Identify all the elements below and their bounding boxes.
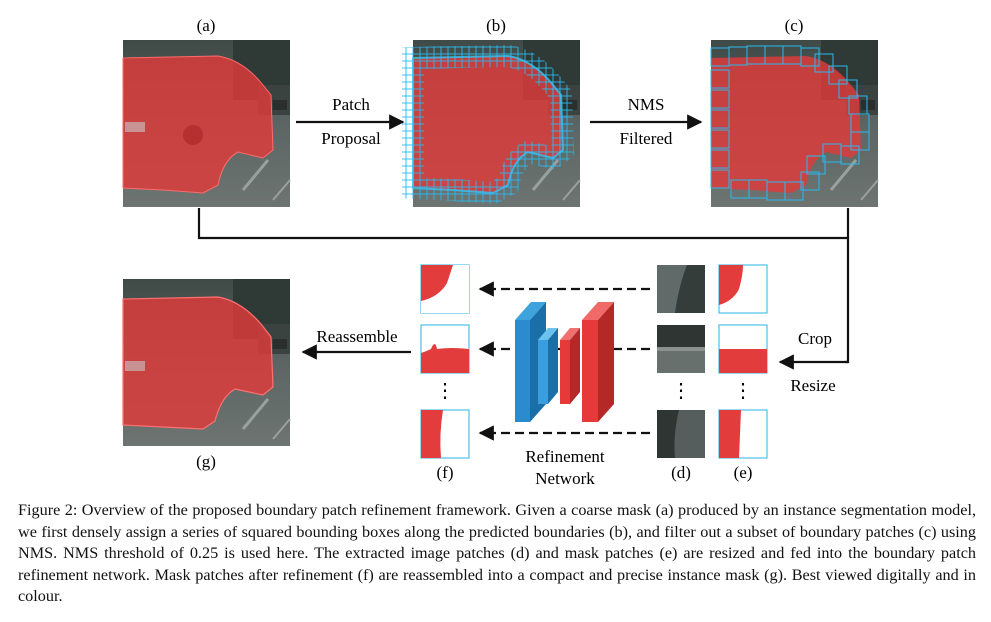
label-a: (a) (197, 16, 216, 35)
nms-label: NMS (628, 95, 665, 114)
label-b: (b) (486, 16, 506, 35)
refinement-network (515, 302, 614, 422)
figure-caption: Figure 2: Overview of the proposed bound… (18, 501, 976, 605)
ellipsis-f: ⋮ (435, 380, 455, 402)
panel-a-image (121, 38, 292, 209)
filtered-label: Filtered (620, 129, 673, 148)
label-d: (d) (671, 463, 691, 482)
resize-label: Resize (790, 376, 835, 395)
proposal-label: Proposal (321, 129, 381, 148)
label-f: (f) (437, 463, 454, 482)
panel-c-image (709, 38, 880, 209)
panel-b-image (402, 38, 582, 209)
patches-d (657, 265, 705, 458)
reassemble-label: Reassemble (316, 327, 397, 346)
ellipsis-e: ⋮ (733, 380, 753, 402)
ellipsis-d: ⋮ (671, 380, 691, 402)
network-label-line2: Network (535, 469, 595, 488)
label-g: (g) (196, 452, 216, 471)
patches-e (718, 264, 768, 459)
label-e: (e) (734, 463, 753, 482)
patches-f (420, 264, 470, 459)
panel-g-image (121, 277, 292, 448)
framework-diagram: (a) (b) (c) Patch Proposal N (121, 16, 880, 488)
label-c: (c) (785, 16, 804, 35)
network-label-line1: Refinement (525, 447, 605, 466)
crop-label: Crop (798, 329, 832, 348)
patch-label: Patch (332, 95, 370, 114)
